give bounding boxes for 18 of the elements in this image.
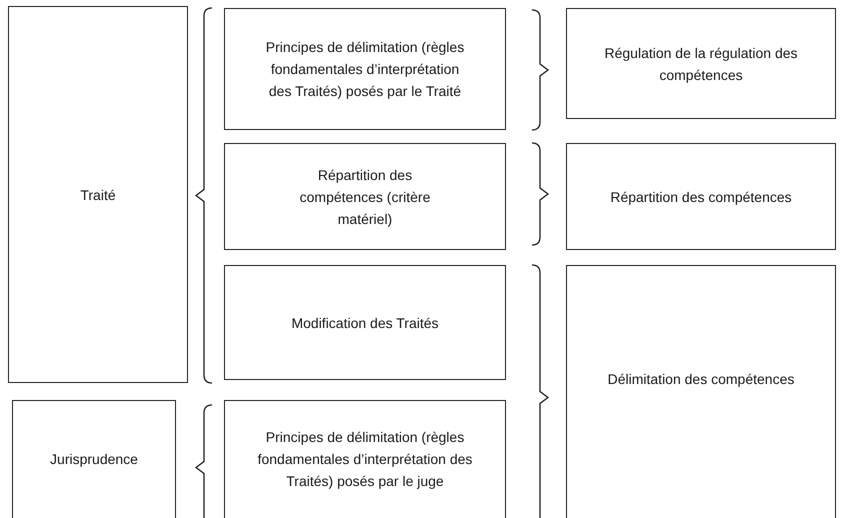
box-label: Répartition des compétences [610,188,792,207]
box-label: Principes de délimitation (règles fondamentales d’interprétation des Traités) posés par le Traité [265,38,465,101]
text-box [12,400,176,518]
text-box [566,265,836,518]
box-label: Régulation de la régulation des compétences [603,44,799,85]
box-label: Jurisprudence [50,450,138,469]
text-box [224,265,506,380]
box-label: Délimitation des compétences [608,370,794,389]
box-label: Modification des Traités [291,314,439,332]
box-label: Répartition des compétences (critère matériel) [298,166,432,229]
text-box [8,6,188,383]
text-box [224,143,506,250]
text-box [566,143,836,250]
text-box [224,8,506,130]
text-box [566,8,836,119]
box-label: Principes de délimitation (règles fondamentales d’interprétation des Traités) posés par le juge [256,428,474,491]
text-box [224,400,506,518]
box-label: Traité [80,186,116,204]
